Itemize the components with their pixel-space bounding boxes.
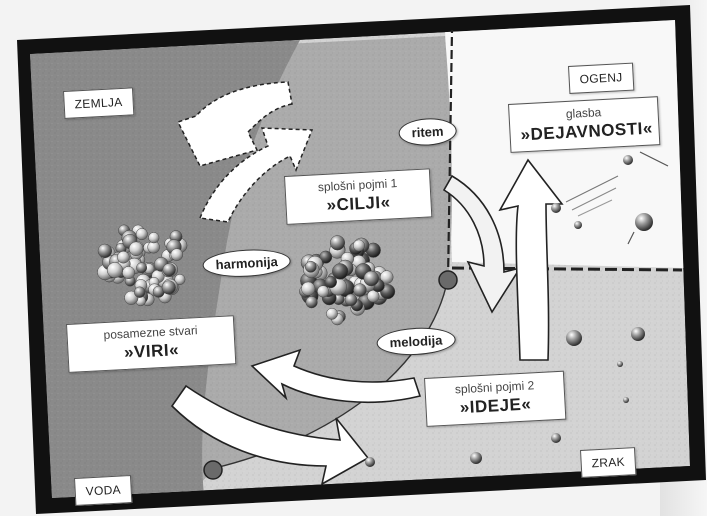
particle (470, 452, 482, 464)
box-ideje-title: »IDEJE« (459, 394, 532, 418)
molecule-atom (326, 307, 338, 320)
element-label-zemlja: ZEMLJA (63, 87, 135, 119)
viri-molecule-cluster (97, 224, 188, 307)
molecule-atom (324, 275, 337, 289)
molecule-atom (344, 293, 358, 307)
molecule-atom (136, 262, 148, 274)
cilji-molecule-cluster (299, 235, 396, 326)
box-dejavnosti: glasba »DEJAVNOSTI« (508, 96, 661, 153)
molecule-atom (332, 263, 349, 280)
box-viri: posamezne stvari »VIRI« (66, 315, 237, 373)
particle (365, 457, 375, 467)
molecule-atom (106, 262, 123, 279)
molecule-atom (304, 260, 317, 273)
molecule-atom (329, 235, 346, 251)
molecule-atom (97, 243, 113, 259)
molecule-atom (305, 296, 318, 309)
molecule-atom (319, 250, 333, 264)
particle (623, 397, 629, 403)
box-dejavnosti-title: »DEJAVNOSTI« (520, 118, 654, 145)
molecule-atom (352, 239, 365, 252)
molecule-atom (317, 285, 330, 298)
molecule-atom (174, 274, 186, 285)
molecule-atom (122, 266, 136, 280)
arrow-ideje-to-dejavnosti (498, 158, 564, 361)
molecule-atom (301, 281, 316, 296)
molecule-atom (148, 232, 160, 244)
arrow-ideje-to-viri (250, 348, 422, 403)
molecule-atom (161, 280, 176, 295)
arrow-viri-to-ideje (170, 384, 370, 486)
molecule-atom (128, 241, 144, 257)
molecule-atom (363, 270, 380, 287)
dashed-arrow-right (198, 127, 314, 223)
molecule-atom (170, 248, 184, 261)
box-ideje: splošni pojmi 2 »IDEJE« (424, 370, 567, 427)
particle (551, 203, 561, 213)
boundary-node-bottom (203, 460, 223, 480)
molecule-atom (134, 286, 146, 298)
element-label-ogenj: OGENJ (568, 62, 635, 94)
element-label-zrak: ZRAK (580, 447, 637, 478)
particle (574, 221, 582, 229)
dashed-arrow-left (176, 81, 293, 167)
arrow-ritem-down (442, 174, 522, 314)
molecule-atom (366, 289, 380, 303)
particle (623, 155, 633, 165)
particle (617, 361, 623, 367)
particle (631, 327, 645, 341)
molecule-atom (117, 250, 130, 264)
particle (635, 213, 653, 231)
molecule-atom (162, 263, 176, 277)
molecule-atom (353, 283, 367, 297)
particle (551, 433, 561, 443)
molecule-atom (379, 270, 394, 284)
element-label-voda: VODA (74, 475, 133, 506)
molecule-atom (135, 228, 148, 241)
box-cilji: splošni pojmi 1 »CILJI« (284, 168, 433, 225)
particle (566, 330, 582, 346)
box-cilji-title: »CILJI« (326, 192, 391, 215)
boundary-node-top (438, 270, 458, 290)
